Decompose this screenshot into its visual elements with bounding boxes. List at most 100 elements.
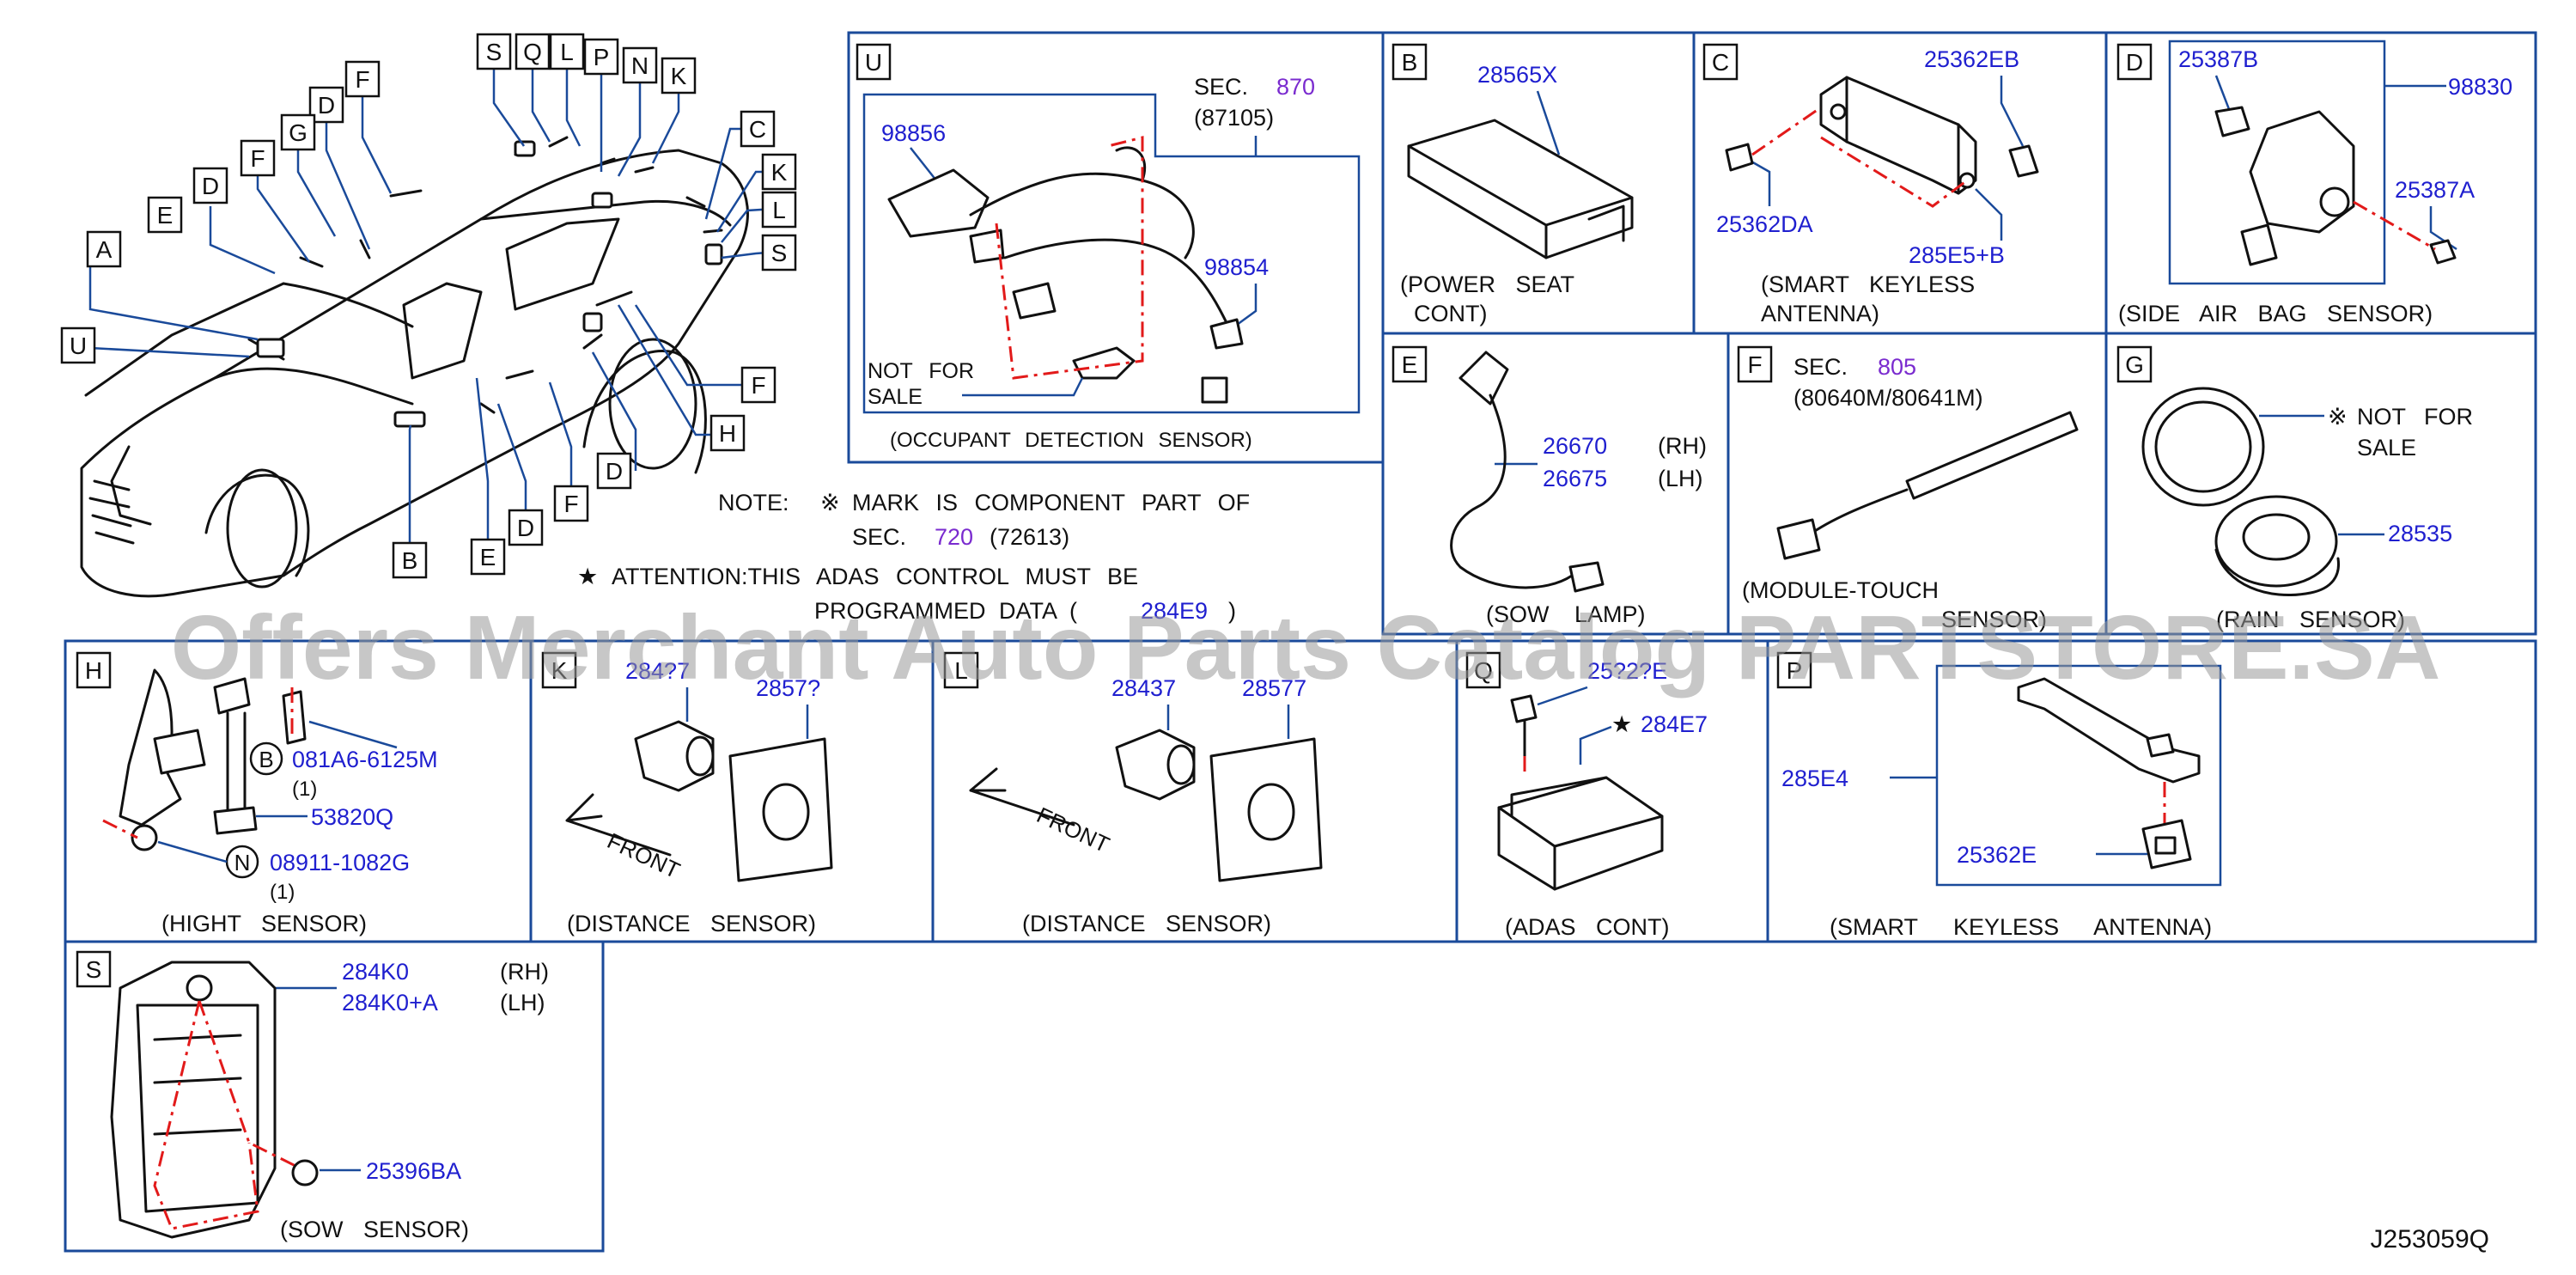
- callout-G-upper[interactable]: G: [280, 113, 316, 151]
- svg-text:805: 805: [1878, 354, 1916, 380]
- svg-text:285E4: 285E4: [1781, 766, 1848, 791]
- callout-H[interactable]: H: [709, 414, 746, 452]
- svg-text:284K0+A: 284K0+A: [342, 990, 438, 1016]
- callout-B[interactable]: B: [392, 541, 428, 579]
- svg-text:★: ★: [1611, 711, 1632, 737]
- svg-text:284E7: 284E7: [1641, 711, 1708, 737]
- svg-text:(SOW LAMP): (SOW LAMP): [1486, 601, 1646, 627]
- callout-D-bottom[interactable]: D: [508, 509, 544, 546]
- panel-B-power-seat-cont: B 28565X (POWER SEAT CONT): [1381, 31, 1696, 335]
- svg-text:(DISTANCE SENSOR): (DISTANCE SENSOR): [567, 911, 816, 936]
- svg-text:ANTENNA): ANTENNA): [1761, 301, 1879, 326]
- svg-text:F: F: [1747, 351, 1762, 378]
- svg-text:(LH): (LH): [1658, 466, 1703, 491]
- svg-text:(RH): (RH): [1658, 433, 1707, 459]
- callout-S-right[interactable]: S: [761, 234, 797, 271]
- svg-text:D: D: [606, 458, 623, 485]
- svg-text:(DISTANCE SENSOR): (DISTANCE SENSOR): [1022, 911, 1271, 936]
- svg-text:081A6-6125M: 081A6-6125M: [292, 747, 438, 772]
- svg-text:K: K: [671, 63, 687, 89]
- svg-text:PROGRAMMED DATA (: PROGRAMMED DATA (: [814, 598, 1077, 624]
- watermark-text: Offers Merchant Auto Parts Catalog PARTS…: [171, 597, 2441, 699]
- callout-K-right[interactable]: K: [761, 153, 797, 191]
- svg-text:08911-1082G: 08911-1082G: [270, 850, 410, 875]
- callout-F-lower-right[interactable]: F: [740, 366, 776, 404]
- svg-text:E: E: [1402, 351, 1418, 378]
- callout-N-top[interactable]: N: [622, 46, 658, 84]
- panel-H-hight-sensor: H B 081A6-6125M (1) 53820Q N 08911-1082G…: [64, 639, 533, 943]
- callout-C-right[interactable]: C: [740, 110, 776, 148]
- svg-text:F: F: [250, 145, 265, 172]
- svg-text:(80640M/80641M): (80640M/80641M): [1793, 385, 1983, 411]
- svg-text:NOT FOR: NOT FOR: [2357, 404, 2473, 430]
- vehicle-overview: S Q L P N K F D G F D E A U C K L S F H …: [60, 33, 797, 598]
- callout-F-left[interactable]: F: [240, 139, 276, 177]
- svg-text:S: S: [86, 956, 102, 983]
- svg-text:E: E: [157, 202, 174, 229]
- svg-text:284K0: 284K0: [342, 959, 409, 985]
- note-sec-number: 720: [935, 524, 973, 550]
- svg-text:S: S: [486, 39, 502, 65]
- svg-text:(HIGHT SENSOR): (HIGHT SENSOR): [161, 911, 367, 936]
- svg-text:284E9: 284E9: [1141, 598, 1208, 624]
- svg-text:(ADAS CONT): (ADAS CONT): [1505, 914, 1670, 940]
- callout-F-bottom[interactable]: F: [553, 485, 589, 522]
- callout-D-upper[interactable]: D: [308, 86, 344, 124]
- callout-E-left[interactable]: E: [147, 196, 183, 234]
- svg-text:(72613): (72613): [990, 524, 1069, 550]
- svg-text:G: G: [2125, 351, 2144, 378]
- svg-text:L: L: [954, 657, 968, 684]
- diagram-code: J253059Q: [2371, 1225, 2489, 1254]
- svg-text:26675: 26675: [1543, 466, 1607, 491]
- panel-E-sow-lamp: E 26670 (RH) 26675 (LH) (SOW LAMP): [1381, 332, 1730, 636]
- svg-text:(POWER SEAT: (POWER SEAT: [1400, 271, 1574, 297]
- svg-text:(MODULE-TOUCH: (MODULE-TOUCH: [1742, 577, 1939, 603]
- callout-L-right[interactable]: L: [761, 191, 797, 229]
- svg-text:SALE: SALE: [868, 385, 923, 409]
- svg-text:A: A: [96, 236, 113, 263]
- svg-text:SENSOR): SENSOR): [1941, 607, 2047, 632]
- panel-S-sow-sensor: S 284K0 (RH) 284K0+A (LH) 25396BA (SOW S…: [64, 940, 605, 1253]
- svg-text:98854: 98854: [1204, 254, 1269, 280]
- svg-text:P: P: [1787, 657, 1803, 684]
- callout-F-upper[interactable]: F: [344, 60, 381, 98]
- svg-text:C: C: [1712, 49, 1729, 76]
- svg-text:F: F: [563, 491, 578, 517]
- callout-D-lower-right[interactable]: D: [596, 452, 632, 490]
- callout-P-top[interactable]: P: [583, 38, 619, 76]
- svg-text:MARK IS COMPONENT PART OF: MARK IS COMPONENT PART OF: [852, 490, 1250, 515]
- panel-G-rain-sensor: G ※ NOT FOR SALE 28535 (RAIN SENSOR): [2104, 332, 2537, 636]
- note-block: NOTE: ※ MARK IS COMPONENT PART OF SEC. 7…: [577, 490, 1250, 624]
- callout-K-top[interactable]: K: [661, 57, 697, 95]
- callout-E-bottom[interactable]: E: [470, 538, 506, 576]
- svg-text:H: H: [719, 420, 736, 447]
- panel-P-smart-keyless-antenna: P 285E4 25362E (SMART KEYLESS ANTENNA): [1766, 639, 2537, 943]
- callout-Q-top[interactable]: Q: [515, 33, 551, 70]
- svg-text:28535: 28535: [2388, 521, 2452, 546]
- svg-text:※: ※: [2328, 404, 2348, 430]
- callout-U[interactable]: U: [60, 326, 96, 364]
- callout-S-top[interactable]: S: [476, 33, 512, 70]
- callout-D-left[interactable]: D: [192, 167, 228, 204]
- panel-U-occupant-detection-sensor: U SEC. 870 (87105) 98856 98854 NOT FOR S…: [847, 31, 1385, 464]
- svg-text:H: H: [85, 657, 102, 684]
- svg-text:B: B: [259, 747, 273, 772]
- svg-text:L: L: [560, 39, 574, 65]
- svg-text:25362E: 25362E: [1957, 842, 2037, 868]
- callout-A[interactable]: A: [86, 230, 122, 268]
- svg-text:U: U: [865, 49, 882, 76]
- svg-text:): ): [1228, 598, 1236, 624]
- svg-text:25362EB: 25362EB: [1924, 46, 2019, 72]
- svg-text:F: F: [751, 372, 765, 399]
- svg-text:L: L: [772, 197, 786, 223]
- svg-text:(LH): (LH): [500, 990, 545, 1016]
- svg-text:2857?: 2857?: [756, 675, 820, 701]
- callout-L-top[interactable]: L: [549, 33, 585, 70]
- svg-text:S: S: [771, 240, 788, 266]
- svg-text:Q: Q: [1474, 657, 1493, 684]
- svg-text:98830: 98830: [2448, 74, 2512, 100]
- svg-text:870: 870: [1276, 74, 1315, 100]
- panel-Q-adas-cont: Q 25?2?E ★ 284E7 (ADAS CONT): [1455, 639, 1769, 943]
- svg-text:※: ※: [820, 490, 840, 515]
